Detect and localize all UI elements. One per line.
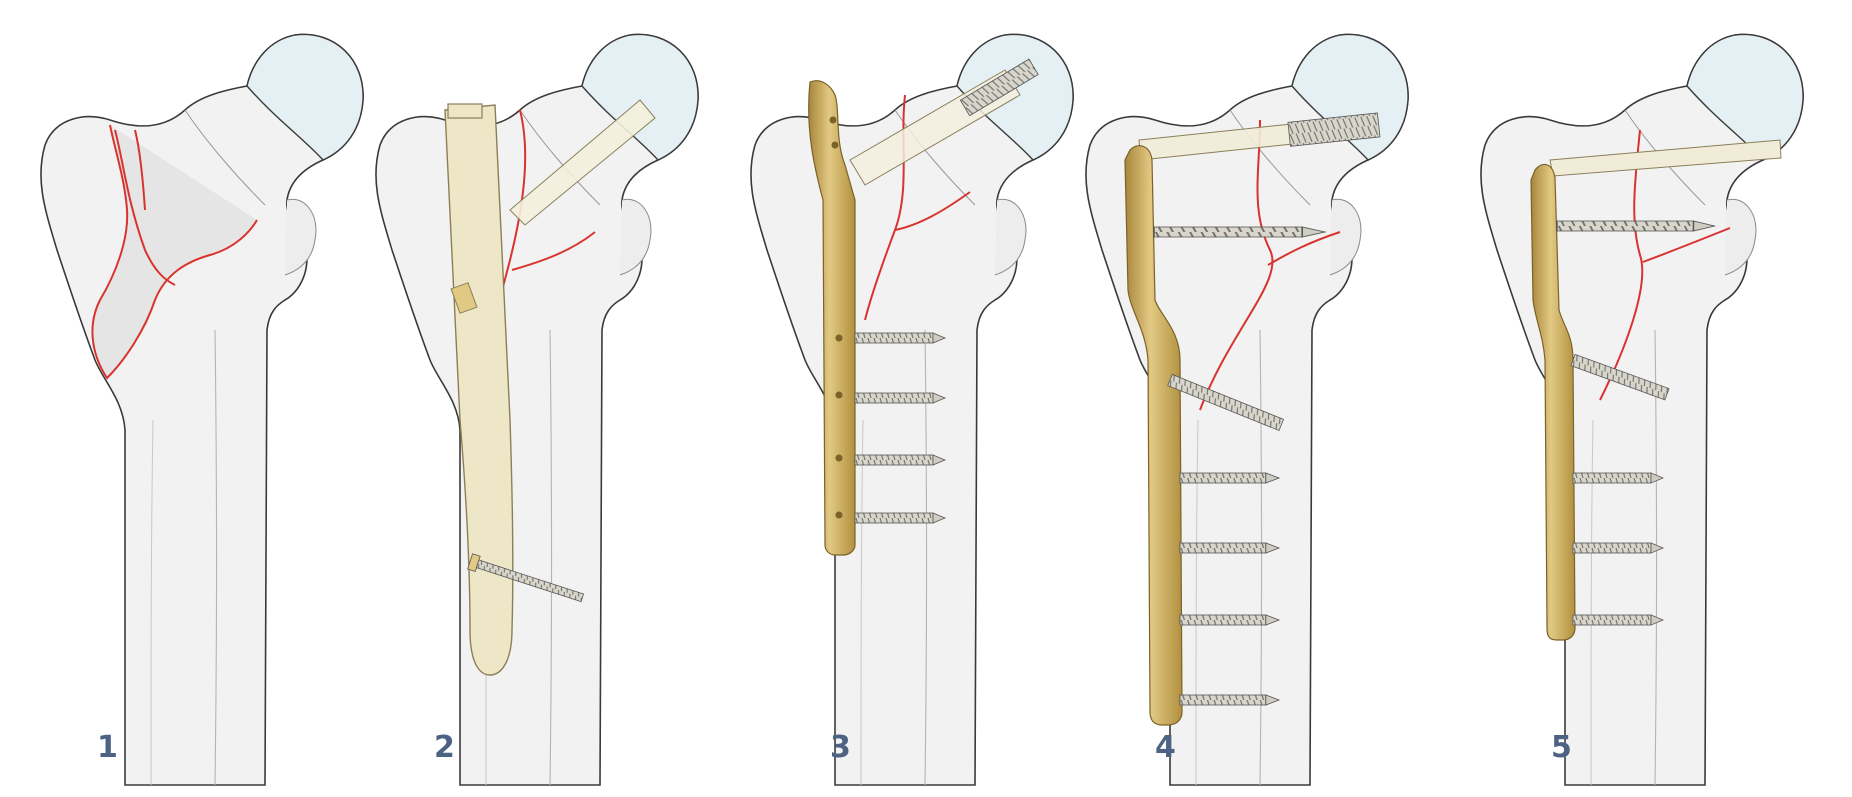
locking-plate: [1530, 163, 1576, 641]
panel-4-lateral-plate: [1085, 33, 1409, 786]
panel-5-blade-plate: [1480, 33, 1804, 786]
panel-label-1: 1: [97, 730, 118, 765]
panel-2-nail-fixation: [375, 33, 699, 786]
locking-plate: [1124, 145, 1183, 726]
locking-plate: [808, 80, 856, 556]
intramedullary-nail: [444, 104, 514, 676]
panel-1-femur-fracture: [40, 33, 364, 786]
panel-3-plate-fixation: [750, 33, 1074, 786]
panel-label-5: 5: [1551, 730, 1572, 765]
panel-label-3: 3: [830, 730, 851, 765]
panel-label-2: 2: [434, 730, 455, 765]
panel-label-4: 4: [1155, 730, 1176, 765]
